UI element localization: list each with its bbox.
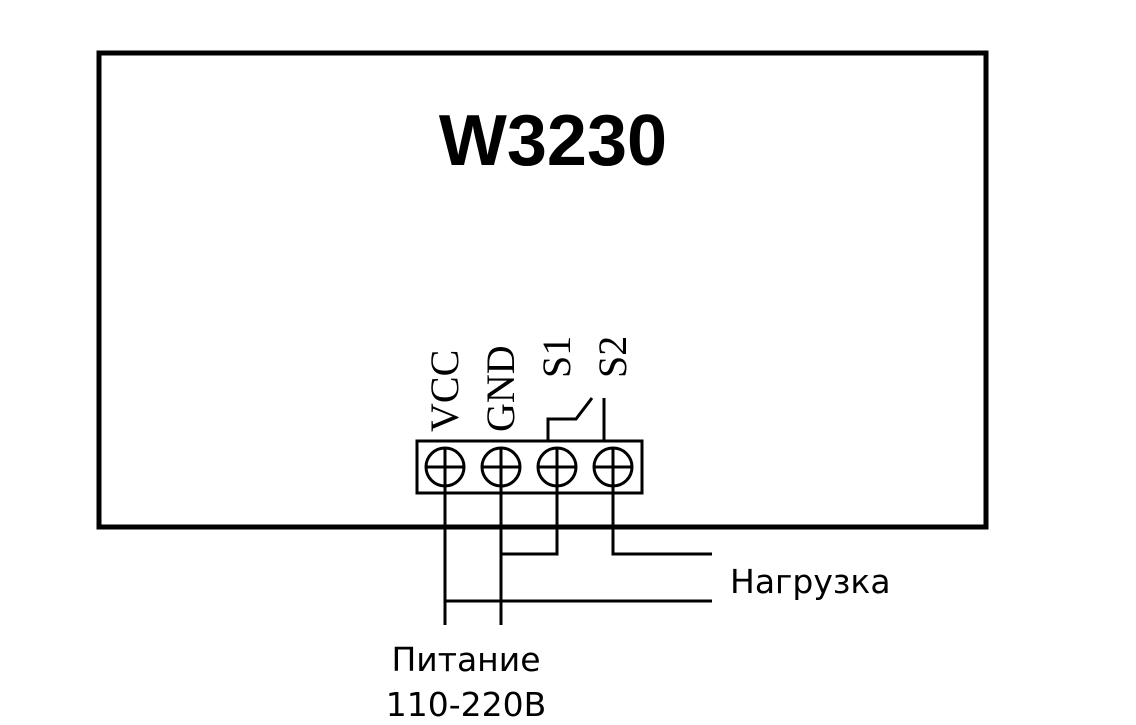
load-label: Нагрузка — [730, 562, 891, 601]
device-model-title: W3230 — [439, 101, 667, 181]
screw-terminal-icon — [424, 446, 466, 488]
power-voltage-label: 110-220В — [386, 685, 547, 724]
screw-terminal-icon — [480, 446, 522, 488]
terminal-labels: VCC GND S1 S2 — [422, 336, 635, 432]
device-enclosure — [96, 50, 989, 530]
terminal-label-s2: S2 — [590, 336, 635, 378]
screw-terminal-icon — [592, 446, 634, 488]
terminal-block — [415, 439, 644, 495]
terminal-label-vcc: VCC — [422, 350, 467, 432]
power-label: Питание — [391, 640, 540, 679]
wires — [443, 486, 712, 625]
wire-s2 — [611, 486, 712, 556]
relay-contact-icon — [546, 397, 606, 441]
terminal-label-gnd: GND — [478, 345, 523, 432]
terminal-label-s1: S1 — [534, 336, 579, 378]
wire-s1 — [501, 486, 559, 556]
terminal-block-body — [415, 439, 644, 495]
screw-terminal-icon — [536, 446, 578, 488]
